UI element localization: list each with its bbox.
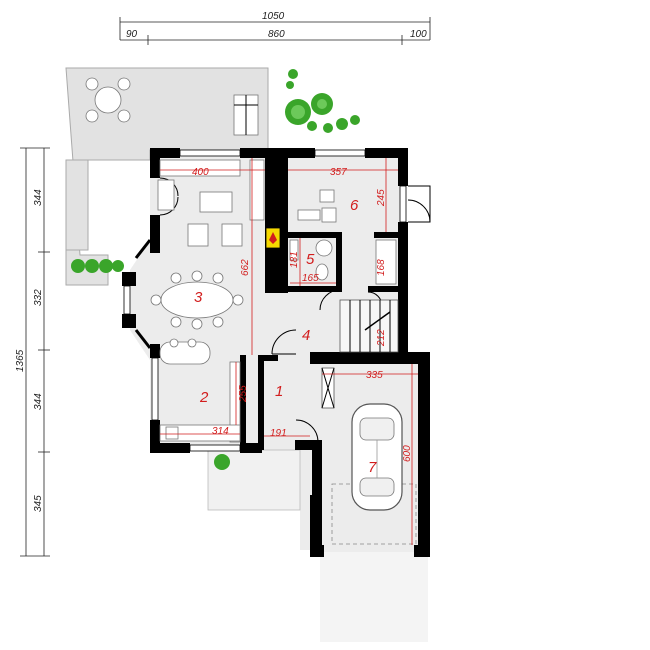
dim-bath-height-right: 168 bbox=[376, 259, 387, 276]
dining-table-icon bbox=[150, 270, 244, 330]
dim-top-right: 100 bbox=[410, 29, 427, 40]
dim-room6-height: 245 bbox=[376, 189, 387, 207]
table-icon bbox=[85, 77, 131, 123]
stairs bbox=[339, 299, 399, 353]
dim-top-middle: 860 bbox=[268, 29, 285, 40]
dim-left-4: 345 bbox=[33, 495, 44, 512]
dim-garage-width: 335 bbox=[366, 370, 383, 381]
room-labels: 1 2 3 4 5 6 7 bbox=[194, 197, 377, 476]
car-icon bbox=[351, 403, 403, 511]
desk-icon bbox=[297, 189, 337, 223]
furniture bbox=[150, 159, 417, 545]
walls bbox=[122, 148, 430, 557]
dim-left-2: 332 bbox=[33, 289, 44, 306]
dim-bath-width: 165 bbox=[302, 273, 319, 284]
dim-stair-height: 212 bbox=[376, 329, 387, 347]
sunbed-icon bbox=[233, 94, 259, 136]
room-6-label: 6 bbox=[350, 197, 359, 214]
dim-entry-width: 191 bbox=[270, 428, 287, 439]
left-dimensions: 1365 344 332 344 345 bbox=[15, 147, 50, 557]
dim-bath-height-left: 181 bbox=[289, 251, 300, 268]
room-4-label: 4 bbox=[302, 327, 310, 344]
fireplace-icon bbox=[265, 227, 281, 249]
room-1-label: 1 bbox=[275, 383, 283, 400]
room-7-label: 7 bbox=[368, 459, 377, 476]
room-5-label: 5 bbox=[306, 251, 315, 268]
top-dimensions: 1050 90 860 100 bbox=[119, 11, 431, 45]
dim-top-left: 90 bbox=[126, 29, 138, 40]
dim-living-width: 400 bbox=[192, 167, 209, 178]
dim-garage-height: 600 bbox=[402, 445, 413, 462]
dim-kitchen-height: 255 bbox=[238, 385, 249, 403]
dim-top-total: 1050 bbox=[262, 11, 285, 22]
dim-left-1: 344 bbox=[33, 189, 44, 206]
windows bbox=[123, 149, 407, 452]
dim-hall-height: 662 bbox=[240, 259, 251, 276]
dim-room6-width: 357 bbox=[330, 167, 347, 178]
dim-left-3: 344 bbox=[33, 393, 44, 410]
sofa-icon bbox=[157, 179, 243, 247]
tree-icon bbox=[285, 69, 360, 133]
shrubs-icon bbox=[71, 259, 230, 470]
dim-kitchen-width: 314 bbox=[212, 426, 229, 437]
interior-dimensions: 400 357 245 181 168 165 662 212 335 600 … bbox=[160, 158, 418, 545]
dim-left-total: 1365 bbox=[15, 349, 26, 372]
room-2-label: 2 bbox=[199, 389, 209, 406]
room-3-label: 3 bbox=[194, 289, 203, 306]
